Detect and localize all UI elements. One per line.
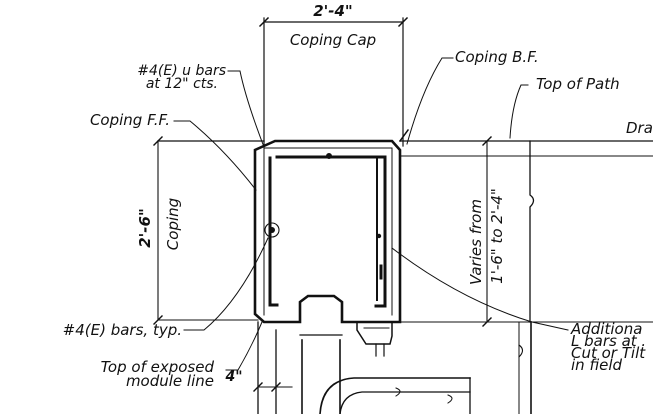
coping-cap-label: Coping Cap — [290, 31, 376, 49]
u-bars-label-2: at 12" cts. — [146, 76, 218, 92]
cap-width-dimension: 2'-4" Coping Cap — [258, 2, 409, 147]
ground-lines — [157, 140, 653, 414]
offset-dimension: 4" — [224, 369, 293, 392]
top-of-path-label: Top of Path — [536, 75, 620, 93]
top-exposed-label-2: module line — [126, 372, 214, 390]
coping-height-label: 2'-6" — [136, 208, 154, 248]
additional-label-3: Cut or Tilt — [571, 344, 646, 362]
leader-lines — [173, 57, 569, 371]
additional-label-1: Additiona — [570, 320, 642, 338]
additional-label-4: in field — [571, 356, 623, 374]
offset-label: 4" — [224, 369, 242, 385]
cap-width-label: 2'-4" — [313, 2, 353, 20]
coping-vertical-label: Coping — [164, 198, 182, 250]
additional-label-2: L bars at . — [571, 332, 646, 350]
varies-dimension: Varies from 1'-6" to 2'-4" — [467, 136, 506, 327]
rebar-cage — [264, 153, 387, 308]
footing-detail — [257, 321, 471, 414]
coping-ff-label: Coping F.F. — [90, 111, 170, 129]
callout-labels: #4(E) u bars at 12" cts. Coping B.F. Top… — [63, 48, 653, 390]
coping-bf-label: Coping B.F. — [455, 48, 539, 66]
top-exposed-label-1: Top of exposed — [101, 358, 215, 376]
dra-cut-label: Dra — [626, 119, 653, 137]
e-bar-section-icon — [269, 227, 275, 233]
varies-label-1: Varies from — [467, 199, 485, 285]
coping-height-dimension: 2'-6" Coping — [136, 136, 182, 325]
u-bars-label-1: #4(E) u bars — [137, 63, 226, 79]
e-bars-label: #4(E) bars, typ. — [63, 321, 182, 339]
varies-label-2: 1'-6" to 2'-4" — [488, 188, 506, 284]
coping-body — [253, 128, 410, 324]
